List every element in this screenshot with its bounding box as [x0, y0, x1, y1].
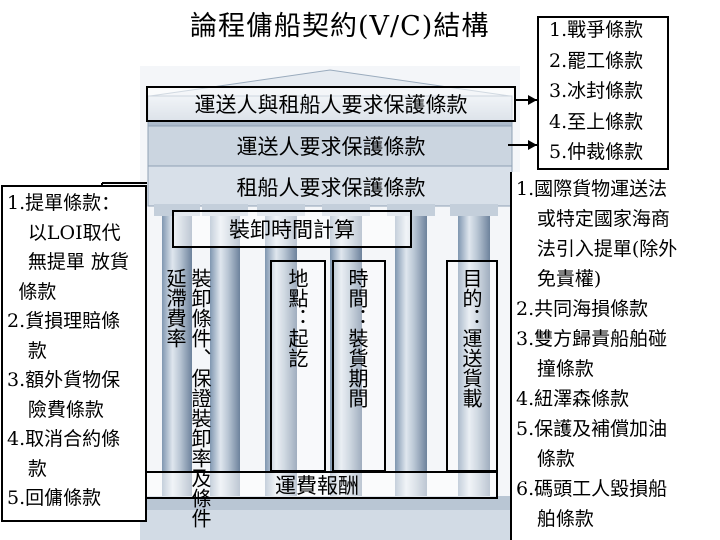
list-item: 1.提單條款：: [7, 192, 121, 214]
list-item: 1.國際貨物運送法: [516, 178, 668, 200]
carrier-clauses-box: 1.國際貨物運送法 或特定國家海商 法引入提單(除外 免責權) 2.共同海損條款…: [510, 172, 720, 540]
carrier-clauses-list: 1.國際貨物運送法 或特定國家海商 法引入提單(除外 免責權) 2.共同海損條款…: [516, 174, 677, 534]
list-item-continuation: 款: [27, 457, 47, 480]
list-item-continuation: 險費條款: [27, 398, 104, 421]
column-place: 地點：起訖: [285, 268, 309, 368]
list-item-continuation: 款: [27, 339, 47, 362]
list-item: 5.回傭條款: [7, 487, 102, 509]
list-item-continuation: 無提單 放貨: [27, 251, 129, 273]
banner-carrier-and-charterer-label: 運送人與租船人要求保護條款: [194, 93, 468, 117]
column-demurrage-rate: 延滯費率: [163, 268, 187, 348]
list-item-continuation: 舶條款: [536, 508, 594, 530]
banner-carrier-and-charterer: 運送人與租船人要求保護條款: [146, 86, 516, 122]
list-item: 2.罷工條款: [549, 49, 644, 72]
list-item-continuation: 撞條款: [536, 358, 594, 380]
list-item: 3.額外貨物保: [7, 369, 121, 391]
list-item: 5.保護及補償加油: [516, 418, 668, 440]
list-item-continuation: 法引入提單(除外: [536, 238, 678, 260]
banner-charterer-label: 租船人要求保護條款: [236, 176, 426, 200]
list-item: 4.紐澤森條款: [516, 388, 630, 410]
list-item: 5.仲裁條款: [549, 141, 644, 163]
banner-charterer: 租船人要求保護條款: [146, 170, 516, 204]
list-item: 1.戰爭條款: [549, 19, 644, 41]
column-time: 時間：裝貨期間: [345, 268, 369, 408]
column-loading-conditions: 裝卸條件、保證裝卸率及條件: [188, 268, 212, 528]
temple-columns: [154, 204, 498, 496]
list-item: 3.冰封條款: [549, 80, 644, 102]
list-item-continuation: 條款: [536, 448, 575, 470]
list-item: 6.碼頭工人毀損船: [516, 478, 668, 500]
list-item: 4.至上條款: [549, 110, 644, 133]
list-item-continuation: 或特定國家海商: [536, 208, 670, 230]
banner-laytime-label: 裝卸時間計算: [229, 218, 355, 242]
list-item: 3.雙方歸責船舶碰: [516, 328, 668, 350]
banner-laytime: 裝卸時間計算: [172, 210, 412, 248]
temple-illustration: [140, 66, 520, 540]
column-purpose: 目的：運送貨載: [459, 268, 483, 408]
column-time-box: [332, 260, 386, 472]
list-item-continuation: 免責權): [536, 268, 602, 290]
column-purpose-box: [446, 260, 498, 472]
list-item: 2.貨損理賠條: [7, 310, 121, 332]
list-item-continuation: 以LOI取代: [27, 221, 121, 244]
banner-freight: 運費報酬: [136, 471, 498, 499]
banner-freight-label: 運費報酬: [275, 474, 359, 498]
list-item: 2.共同海損條款: [516, 298, 649, 320]
column-place-box: [270, 260, 326, 472]
banner-carrier: 運送人要求保護條款: [146, 130, 516, 162]
mutual-clauses-box: 1.戰爭條款 2.罷工條款 3.冰封條款 4.至上條款 5.仲裁條款: [537, 16, 669, 170]
mutual-clauses-list: 1.戰爭條款 2.罷工條款 3.冰封條款 4.至上條款 5.仲裁條款: [549, 15, 643, 168]
charterer-clauses-list: 1.提單條款： 以LOI取代 無提單 放貨 條款 2.貨損理賠條 款 3.額外貨…: [7, 189, 129, 514]
charterer-clauses-box: 1.提單條款： 以LOI取代 無提單 放貨 條款 2.貨損理賠條 款 3.額外貨…: [1, 185, 147, 522]
list-item-continuation: 條款: [18, 280, 57, 303]
page-title: 論程傭船契約(V/C)結構: [190, 11, 490, 42]
list-item: 4.取消合約條: [7, 428, 121, 450]
banner-carrier-label: 運送人要求保護條款: [236, 135, 426, 159]
